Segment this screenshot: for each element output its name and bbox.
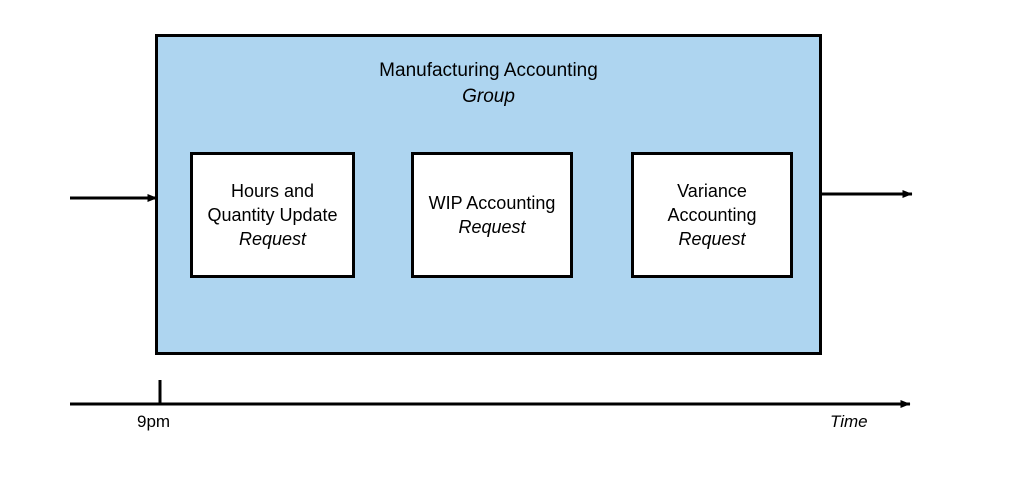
process-box-label: Variance Accounting Request	[665, 179, 758, 251]
process-box-hours-and-quantity-update[interactable]: Hours and Quantity Update Request	[190, 152, 355, 278]
timeline-tick-label-9pm: 9pm	[137, 412, 171, 431]
process-name-line-2: Accounting	[667, 205, 757, 225]
process-type-label: Request	[678, 229, 746, 249]
process-box-variance-accounting[interactable]: Variance Accounting Request	[631, 152, 793, 278]
process-type-label: Request	[458, 217, 526, 237]
process-box-label: Hours and Quantity Update Request	[205, 179, 339, 251]
process-type-label: Request	[238, 229, 307, 249]
process-name-line-1: Variance	[677, 181, 747, 201]
process-name-line-1: Hours and	[230, 181, 315, 201]
process-box-wip-accounting[interactable]: WIP Accounting Request	[411, 152, 573, 278]
process-name-line-1: WIP Accounting	[428, 193, 556, 213]
timeline-axis-label: Time	[830, 412, 868, 431]
process-name-line-2: Quantity Update	[207, 205, 338, 225]
process-box-label: WIP Accounting Request	[427, 191, 558, 239]
